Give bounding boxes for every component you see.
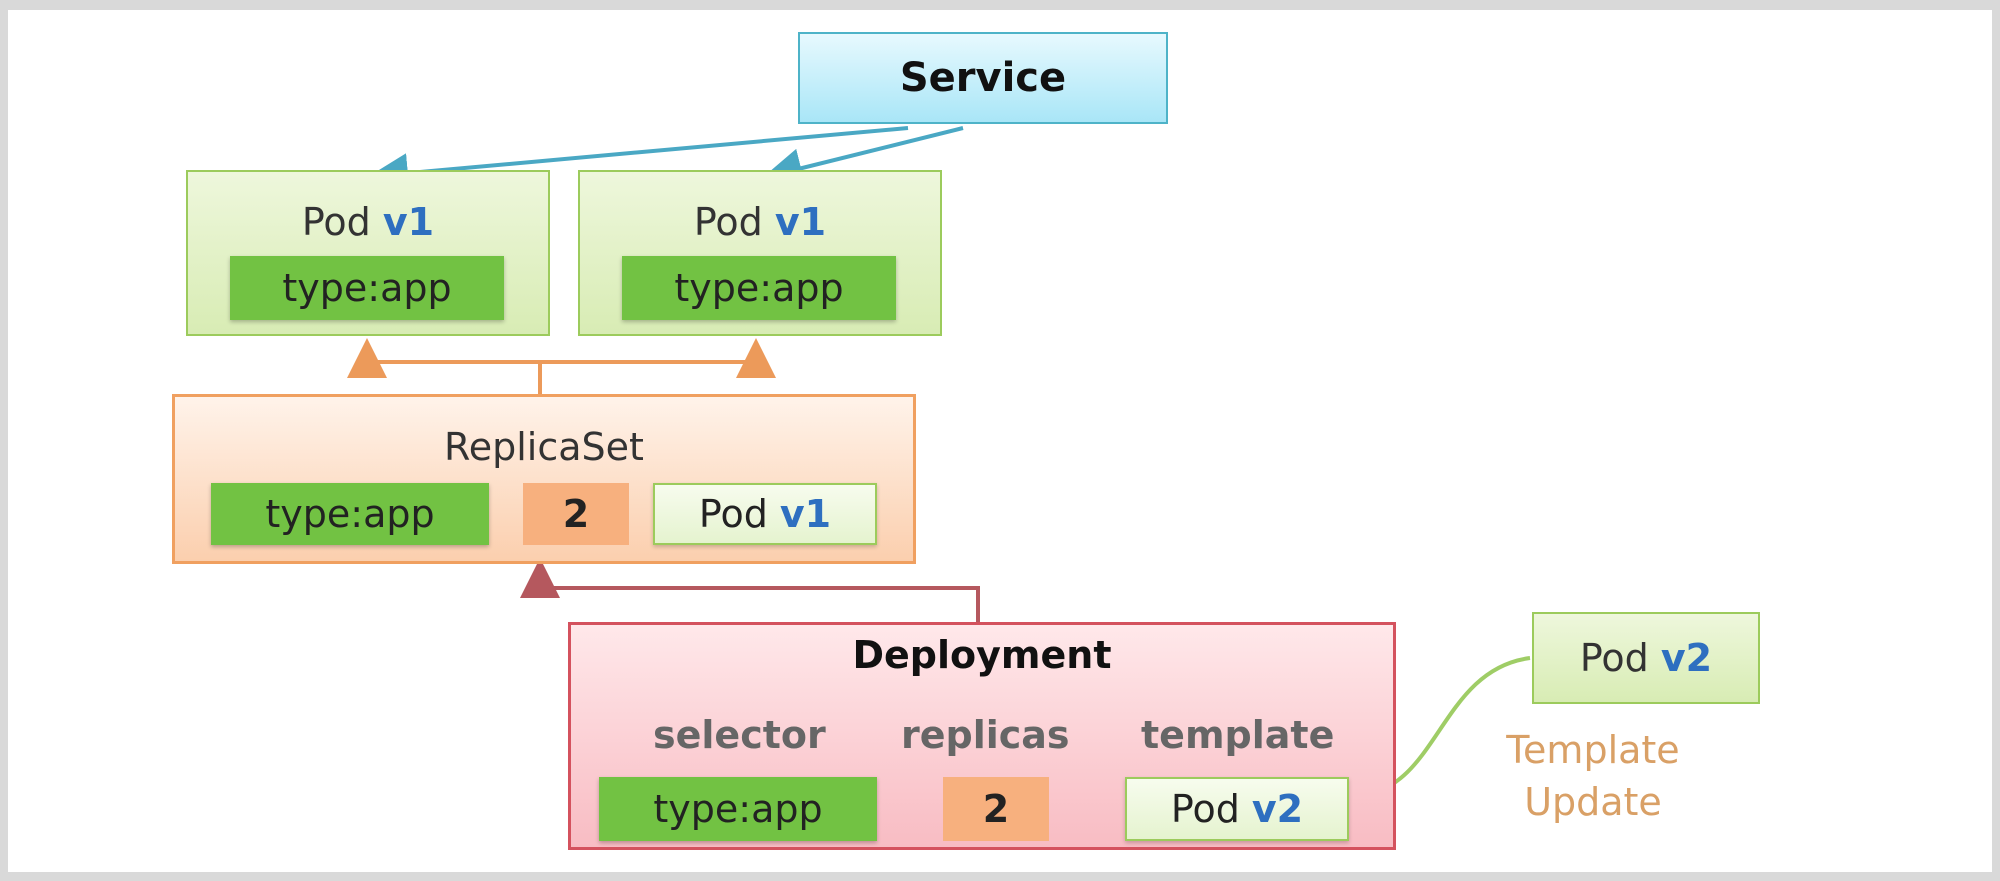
deployment-selector-label: selector [653,713,826,757]
deployment-replicas: 2 [982,787,1010,831]
pod-2-version: v1 [774,200,827,244]
pod-1-label: Pod [301,200,371,244]
deployment-to-replicaset-arrow [520,558,980,622]
new-pod-title: Pod v2 [1580,636,1712,680]
replicaset-to-pods-arrow [347,338,542,395]
annotation-line-1: Template [1506,728,1680,772]
replicaset-to-pod-2-branch [540,338,776,378]
deployment-replicas-chip: 2 [943,777,1049,841]
annotation-line-2: Update [1524,780,1662,824]
replicaset-template-version: v1 [779,492,832,536]
replicaset-replicas-chip: 2 [523,483,629,545]
new-pod-label: Pod [1579,636,1649,680]
replicaset-template-chip: Pod v1 [653,483,877,545]
deployment-template-version: v2 [1251,787,1304,831]
service-label: Service [899,55,1067,101]
deployment-template-label: template [1141,713,1335,757]
new-pod-node[interactable]: Pod v2 [1532,612,1760,704]
pod-1-title: Pod v1 [302,200,434,244]
service-to-pod-1-arrow [368,126,909,194]
service-to-pod-2-arrow [762,126,964,188]
replicaset-title: ReplicaSet [444,425,644,469]
new-pod-version: v2 [1660,636,1713,680]
deployment-selector-chip: type:app [599,777,877,841]
pod-1-selector-chip: type:app [230,256,504,320]
pod-1-selector: type:app [282,266,452,310]
deployment-template-chip: Pod v2 [1125,777,1349,841]
deployment-template-pod-label: Pod [1170,787,1240,831]
replicaset-node[interactable]: ReplicaSet type:app 2 Pod v1 [172,394,916,564]
pod-1-version: v1 [382,200,435,244]
replicaset-template-label: Pod [698,492,768,536]
connector-layer [347,126,1531,815]
deployment-selector: type:app [653,787,823,831]
diagram-canvas: Service Pod v1 type:app Pod v1 type:app … [8,10,1992,872]
pod-2-label: Pod [693,200,763,244]
pod-node-1[interactable]: Pod v1 type:app [186,170,550,336]
replicaset-selector-chip: type:app [211,483,489,545]
replicaset-replicas: 2 [562,492,590,536]
pod-node-2[interactable]: Pod v1 type:app [578,170,942,336]
deployment-replicas-label: replicas [901,713,1070,757]
template-update-annotation: Template Update [1478,724,1708,828]
deployment-node[interactable]: Deployment selector replicas template ty… [568,622,1396,850]
pod-2-selector-chip: type:app [622,256,896,320]
pod-2-title: Pod v1 [694,200,826,244]
replicaset-selector: type:app [265,492,435,536]
pod-2-selector: type:app [674,266,844,310]
service-node[interactable]: Service [798,32,1168,124]
deployment-title: Deployment [852,633,1112,677]
